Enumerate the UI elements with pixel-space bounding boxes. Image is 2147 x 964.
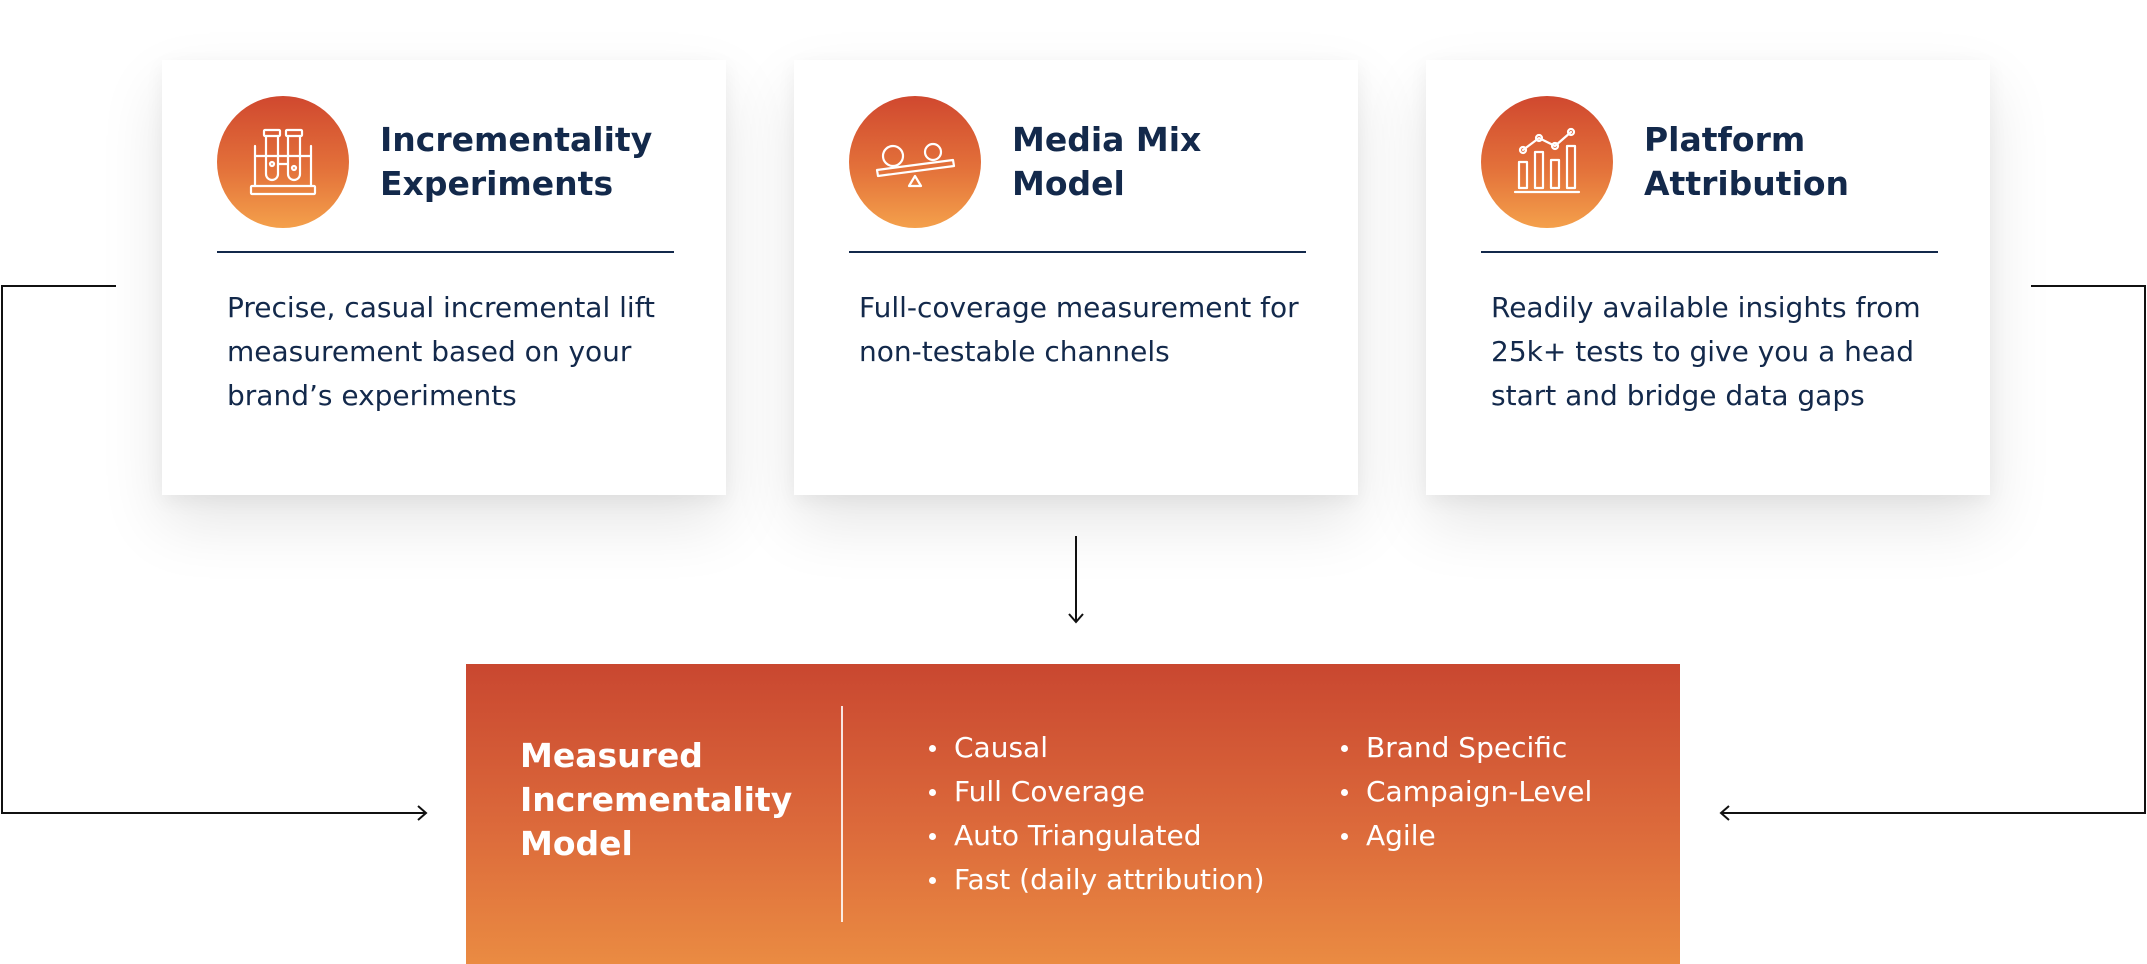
model-title: Measured Incrementality Model (520, 736, 793, 863)
balance-scale-icon (849, 96, 981, 228)
card-divider (1481, 251, 1938, 253)
card-title: Media Mix Model (1012, 120, 1202, 203)
card-title: Platform Attribution (1644, 120, 1850, 203)
card-media-mix-model: Media Mix Model Full-coverage measuremen… (794, 60, 1358, 495)
card-divider (849, 251, 1306, 253)
feature-item: Agile (1336, 814, 1592, 858)
measured-incrementality-model-box: Measured Incrementality Model Causal Ful… (466, 664, 1680, 964)
card-header: Incrementality Experiments (217, 92, 674, 232)
right-connector-arrowhead (1719, 805, 1730, 821)
feature-item: Auto Triangulated (924, 814, 1265, 858)
feature-item: Fast (daily attribution) (924, 858, 1265, 902)
model-features-col2: Brand Specific Campaign-Level Agile (1336, 726, 1592, 858)
card-description: Precise, casual incremental lift measure… (227, 291, 656, 412)
left-connector-arrowhead (417, 805, 428, 821)
model-divider (841, 706, 843, 922)
card-description: Readily available insights from 25k+ tes… (1491, 291, 1921, 412)
test-tubes-icon (217, 96, 349, 228)
feature-item: Campaign-Level (1336, 770, 1592, 814)
feature-item: Causal (924, 726, 1265, 770)
card-platform-attribution: Platform Attribution Readily available i… (1426, 60, 1990, 495)
feature-item: Brand Specific (1336, 726, 1592, 770)
card-incrementality-experiments: Incrementality Experiments Precise, casu… (162, 60, 726, 495)
card-header: Media Mix Model (849, 92, 1306, 232)
card-description: Full-coverage measurement for non-testab… (859, 291, 1299, 368)
model-features-col1: Causal Full Coverage Auto Triangulated F… (924, 726, 1265, 902)
center-connector-arrowhead (1068, 613, 1084, 624)
bar-chart-icon (1481, 96, 1613, 228)
feature-item: Full Coverage (924, 770, 1265, 814)
card-title: Incrementality Experiments (380, 120, 653, 203)
card-header: Platform Attribution (1481, 92, 1938, 232)
card-divider (217, 251, 674, 253)
